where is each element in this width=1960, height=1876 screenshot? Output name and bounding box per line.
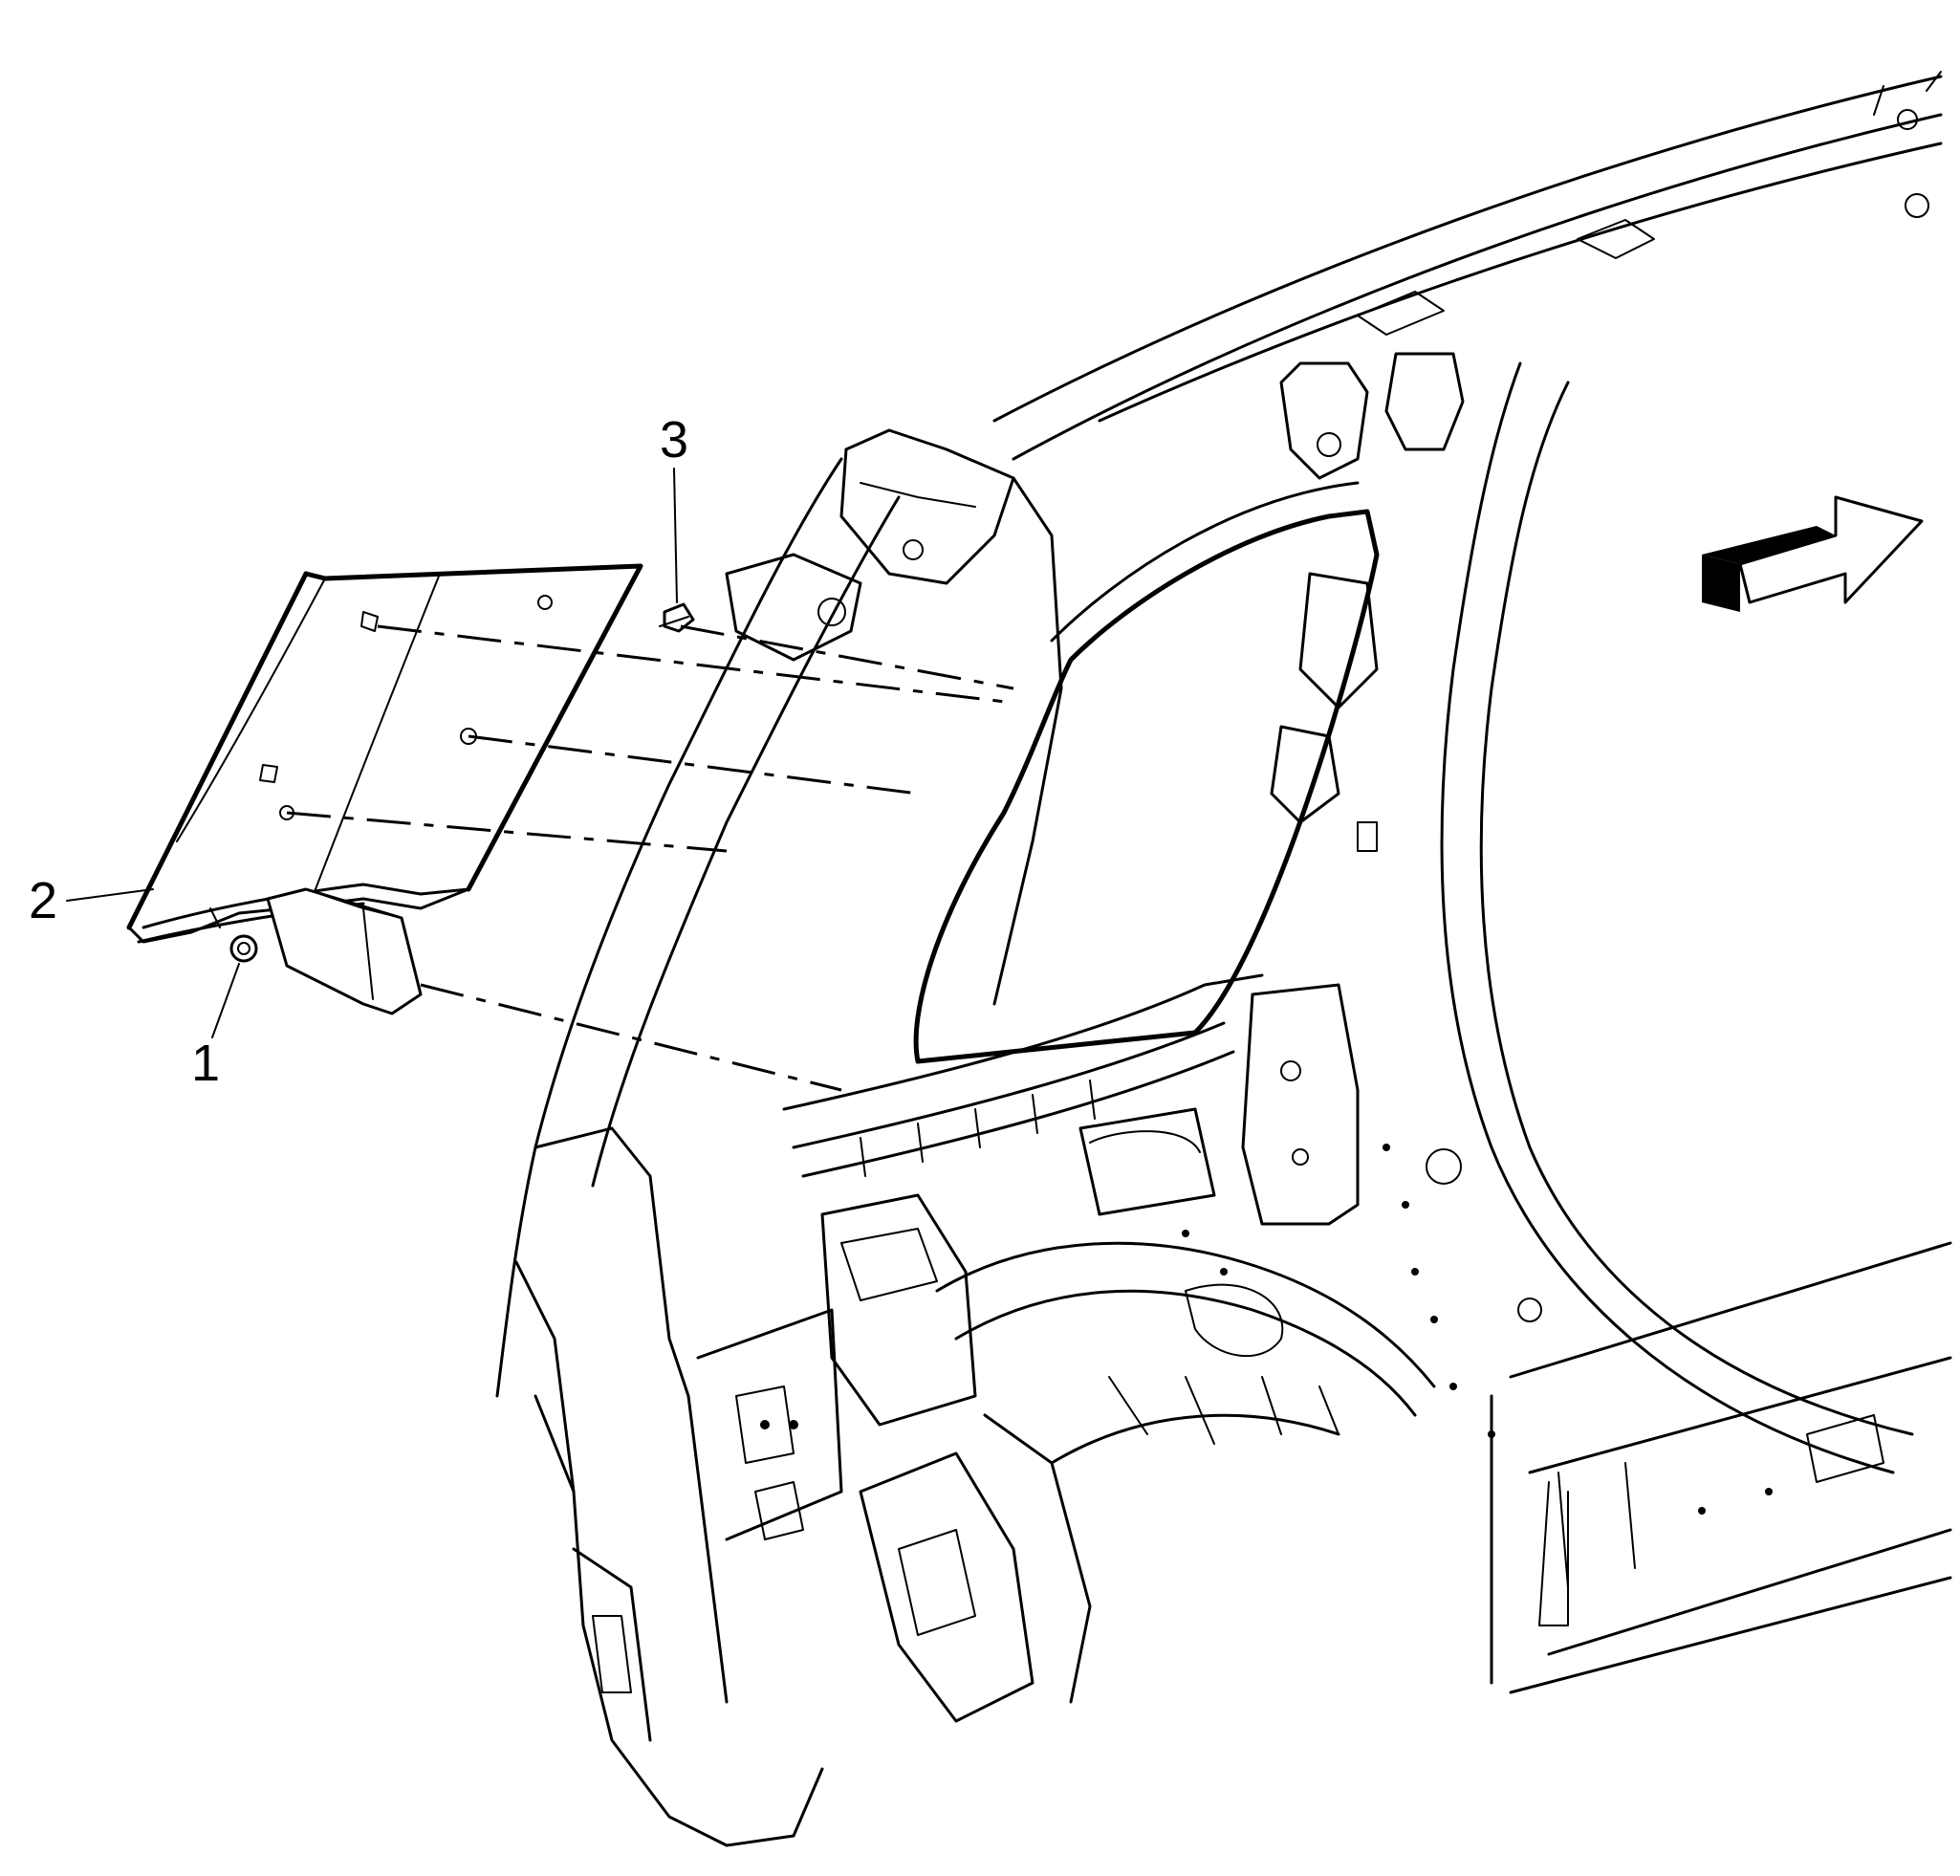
assembly-lines (286, 624, 1014, 1092)
forward-arrow-icon (1702, 495, 1924, 612)
callout-1-label: 1 (191, 1035, 220, 1092)
fastener-3 (659, 602, 695, 633)
trim-panel (126, 563, 643, 1015)
callout-3-label: 3 (660, 411, 688, 469)
body-side-inner-panel (495, 71, 1952, 1847)
callout-2: 2 (29, 872, 154, 929)
fastener-1 (229, 934, 258, 963)
callout-2-label: 2 (29, 872, 57, 929)
callout-1: 1 (191, 963, 240, 1092)
callout-3: 3 (660, 411, 688, 603)
